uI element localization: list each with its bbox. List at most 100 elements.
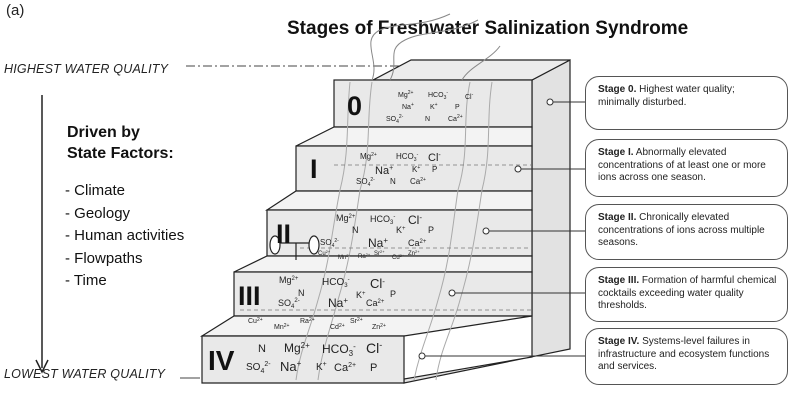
step-3-numeral: III (238, 281, 261, 311)
step-2-top (264, 190, 533, 211)
step-3-top (233, 255, 533, 273)
stream-edge-right (435, 81, 493, 381)
step-1-front (295, 145, 533, 192)
ion-cl: Cl- (408, 213, 422, 227)
ion-n: N (298, 288, 305, 298)
stage-0-title: Stage 0. (598, 84, 637, 95)
ion-mn: Mn2+ (274, 323, 290, 331)
ion-k: K+ (412, 165, 420, 174)
step-1-top (295, 126, 533, 147)
state-factors-list: - Climate - Geology - Human activities -… (65, 180, 184, 293)
stage-0-box: Stage 0. Highest water quality; minimall… (585, 76, 788, 130)
drivers-heading-line2: State Factors: (67, 145, 174, 162)
step-4-front (201, 335, 405, 384)
ion-so4: SO42- (246, 361, 271, 375)
ion-cl: Cl- (465, 92, 474, 101)
stage-3-box: Stage III. Formation of harmful chemical… (585, 267, 788, 322)
ion-cd: Cd2+ (330, 323, 345, 331)
stream-edge-3 (413, 81, 471, 381)
stage-3-text: Formation of harmful chemical cocktails … (598, 275, 777, 311)
step-0-numeral: 0 (347, 91, 362, 121)
ion-so4: SO42- (278, 298, 300, 310)
ion-mg: Mg2+ (279, 275, 299, 285)
ion-ca: Ca2+ (334, 362, 356, 374)
lowest-quality-label: LOWEST WATER QUALITY (4, 367, 166, 381)
ion-p: P (428, 225, 434, 235)
drivers-heading-line1: Driven by (67, 124, 140, 141)
ion-mn: Mn2+ (338, 253, 352, 261)
ion-k: K+ (396, 225, 406, 235)
ion-ca: Ca2+ (448, 114, 463, 123)
stage-1-title: Stage I. (598, 147, 634, 158)
ion-k: K+ (430, 102, 438, 111)
leader-dot-stage-2 (482, 227, 490, 235)
leader-dot-stage-0 (546, 98, 554, 106)
ion-sr: Sr2+ (374, 249, 385, 257)
factor-geology: - Geology (65, 204, 131, 222)
ion-k: K+ (356, 290, 366, 300)
stage-2-box: Stage II. Chronically elevated concentra… (585, 204, 788, 260)
ion-ca: Ca2+ (410, 177, 426, 186)
stage-0-text: Highest water quality; minimally disturb… (598, 84, 735, 108)
stream-edge-2 (317, 81, 373, 381)
ion-n: N (352, 225, 359, 235)
ion-na: Na+ (368, 236, 388, 250)
stage-2-title: Stage II. (598, 212, 637, 223)
quality-arrow-head (35, 359, 49, 374)
ion-zn: Zn2+ (408, 249, 420, 257)
stage-4-text: Systems-level failures in infrastructure… (598, 336, 770, 372)
drivers-heading: Driven by State Factors: (67, 122, 237, 164)
ion-cd: Cd2+ (392, 253, 405, 261)
ion-p: P (432, 165, 437, 174)
highest-quality-label: HIGHEST WATER QUALITY (4, 62, 169, 76)
factor-flowpaths: - Flowpaths (65, 249, 143, 267)
ion-cu: Cu2+ (248, 317, 263, 325)
ion-p: P (390, 289, 396, 299)
ion-so4: SO42- (356, 177, 375, 188)
ion-so4: SO42- (386, 114, 404, 125)
step-2-numeral: II (276, 219, 291, 249)
ion-mg: Mg2+ (398, 90, 414, 99)
ion-cl: Cl- (370, 276, 385, 291)
ion-hco3: HCO3- (428, 90, 448, 101)
ion-n: N (390, 177, 396, 186)
stage-1-box: Stage I. Abnormally elevated concentrati… (585, 139, 788, 197)
ion-cl: Cl- (366, 340, 382, 356)
stage-2-text: Chronically elevated concentrations of i… (598, 212, 765, 248)
leader-dot-stage-3 (448, 289, 456, 297)
step-1-numeral: I (310, 154, 318, 184)
step-4-numeral: IV (208, 345, 235, 376)
ion-p: P (455, 104, 460, 111)
ion-mg: Mg2+ (360, 152, 377, 161)
ion-na: Na+ (375, 165, 393, 177)
ion-ra: Ra2+ (358, 252, 371, 260)
step-0-front (333, 79, 533, 128)
panel-label: (a) (6, 2, 25, 19)
leader-dot-stage-4 (418, 352, 426, 360)
ion-p: P (370, 362, 377, 374)
ion-ca: Ca2+ (408, 238, 427, 248)
ion-hco3: HCO3- (322, 342, 356, 358)
ion-hco3: HCO3- (322, 277, 350, 289)
ion-ra: Ra2+ (300, 317, 315, 325)
ion-cu: Cu2+ (318, 249, 331, 257)
factor-time: - Time (65, 272, 107, 289)
stage-4-box: Stage IV. Systems-level failures in infr… (585, 328, 788, 385)
ion-hco3: HCO3- (396, 152, 419, 163)
stage-4-title: Stage IV. (598, 336, 640, 347)
ion-mg: Mg2+ (284, 341, 310, 355)
ion-ca: Ca2+ (366, 298, 385, 308)
ion-k: K+ (316, 361, 327, 373)
stage-3-title: Stage III. (598, 275, 640, 286)
factor-climate: - Climate (65, 182, 126, 199)
ion-mg: Mg2+ (336, 213, 356, 223)
stream-edge-left (295, 81, 351, 381)
ion-n: N (425, 116, 430, 123)
stream-line-2 (389, 19, 479, 81)
step-3-front (233, 271, 533, 317)
ion-na: Na+ (328, 296, 348, 310)
ion-so4: SO42- (320, 238, 339, 249)
ion-n: N (258, 343, 266, 355)
pipe-end-left (269, 235, 281, 255)
